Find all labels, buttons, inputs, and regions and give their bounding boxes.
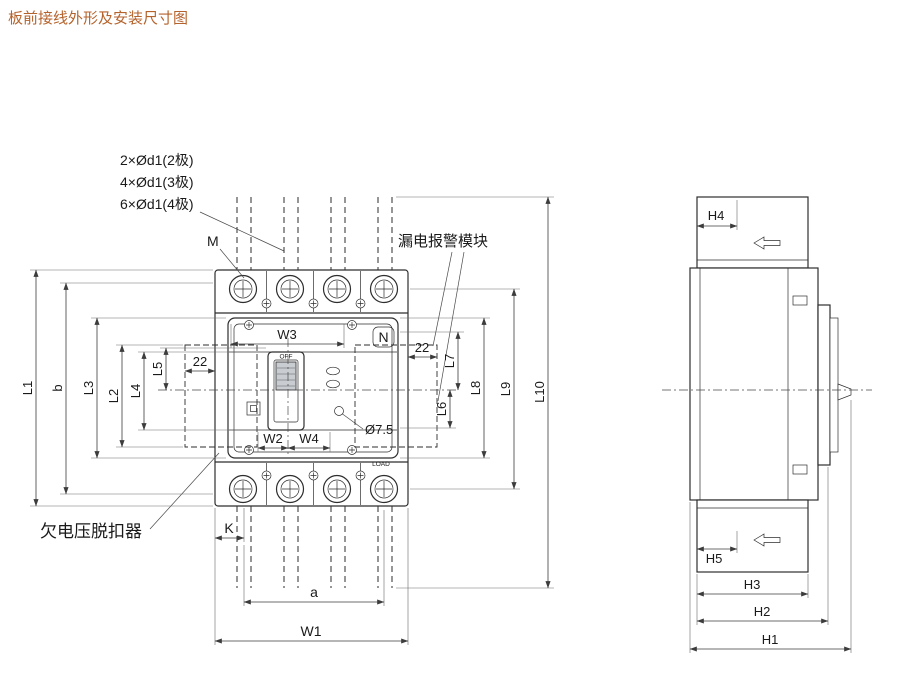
dim-label-L9: L9 xyxy=(498,382,513,396)
side-view: H4 H5 H3 H2 H1 xyxy=(662,196,872,653)
dim-label-L5: L5 xyxy=(150,362,165,376)
dim-b: b xyxy=(50,282,213,495)
dim-L3: L3 xyxy=(81,317,226,459)
dim-W2: W2 xyxy=(257,431,331,452)
dim-W1: W1 xyxy=(214,508,409,645)
dim-label-b: b xyxy=(50,384,65,391)
toggle-switch: OFF xyxy=(267,351,305,431)
wire-direction-arrow-bottom xyxy=(753,533,781,547)
dim-L10: L10 xyxy=(396,196,554,589)
terminal xyxy=(275,274,305,304)
dim-L7: L7 xyxy=(400,331,464,391)
top-terminal-row xyxy=(228,274,399,309)
face-screws xyxy=(244,320,357,455)
dim-label-W2: W2 xyxy=(263,431,283,446)
terminal xyxy=(275,474,305,504)
fixing-screws xyxy=(261,470,366,481)
dim-label-W4: W4 xyxy=(299,431,319,446)
mounting-hole: Ø7.5 xyxy=(334,406,393,437)
dim-label-L10: L10 xyxy=(532,381,547,403)
toggle-off-label: OFF xyxy=(280,354,293,361)
dim-H1: H1 xyxy=(689,400,852,653)
indicator-windows xyxy=(326,366,340,389)
leakage-alarm-module-outline xyxy=(354,344,438,448)
centerlines xyxy=(158,338,458,455)
dim-L8: L8 xyxy=(400,317,490,459)
terminal xyxy=(228,474,258,504)
dim-label-W1: W1 xyxy=(301,623,322,639)
dim-label-H4: H4 xyxy=(708,208,725,223)
dim-label-H2: H2 xyxy=(754,604,771,619)
front-view: OFF Ø7.5 N LOAD xyxy=(20,152,554,645)
hole-count-annotations: 2×Ød1(2极) 4×Ød1(3极) 6×Ød1(4极) xyxy=(120,152,285,252)
dim-L1: L1 xyxy=(20,269,213,507)
dim-L5: L5 xyxy=(150,347,266,391)
dim-H4: H4 xyxy=(696,200,738,230)
side-body xyxy=(689,196,852,573)
dim-L4: L4 xyxy=(128,351,266,431)
dim-offset-left: 22 xyxy=(184,354,216,374)
dim-label-L6: L6 xyxy=(434,402,449,416)
bottom-conductors xyxy=(236,506,393,588)
load-marking: LOAD xyxy=(372,461,390,468)
dim-W4: W4 xyxy=(287,431,331,451)
dim-label-H1: H1 xyxy=(762,632,779,647)
dim-label-offset-right: 22 xyxy=(415,340,429,355)
fixing-screws xyxy=(261,298,366,309)
dim-H3: H3 xyxy=(696,574,809,625)
dim-H5: H5 xyxy=(696,531,738,566)
holes-3pole-label: 4×Ød1(3极) xyxy=(120,174,194,190)
dim-label-offset-left: 22 xyxy=(193,354,207,369)
undervoltage-release-label: 欠电压脱扣器 xyxy=(40,522,142,541)
leakage-alarm-annotation: 漏电报警模块 xyxy=(398,233,488,402)
dim-W3: W3 xyxy=(230,324,345,348)
dim-L6: L6 xyxy=(400,389,456,429)
terminal xyxy=(369,274,399,304)
neutral-pole-label: N xyxy=(378,329,388,345)
mounting-hole-dia-label: Ø7.5 xyxy=(365,422,393,437)
holes-2pole-label: 2×Ød1(2极) xyxy=(120,152,194,168)
terminal-screw-annotation: M xyxy=(207,233,245,279)
dim-label-a: a xyxy=(310,584,318,600)
dim-K: K xyxy=(214,508,245,542)
dim-label-L8: L8 xyxy=(468,381,483,395)
dim-label-L2: L2 xyxy=(106,389,121,403)
top-conductors xyxy=(236,197,393,272)
dim-label-L1: L1 xyxy=(20,381,35,395)
dim-offset-right: 22 xyxy=(407,340,438,360)
dim-label-L4: L4 xyxy=(128,384,143,398)
dim-label-H3: H3 xyxy=(744,577,761,592)
dim-L9: L9 xyxy=(410,288,520,490)
undervoltage-release-outline xyxy=(184,344,258,448)
dim-label-W3: W3 xyxy=(277,327,297,342)
dim-label-L3: L3 xyxy=(81,381,96,395)
terminal-screw-label: M xyxy=(207,233,219,249)
page-title: 板前接线外形及安装尺寸图 xyxy=(8,10,189,27)
dim-label-L7: L7 xyxy=(442,354,457,368)
dim-L2: L2 xyxy=(106,344,183,448)
dim-a: a xyxy=(243,510,385,606)
holes-4pole-label: 6×Ød1(4极) xyxy=(120,196,194,212)
test-button xyxy=(246,401,261,416)
undervoltage-release-annotation: 欠电压脱扣器 xyxy=(40,452,220,541)
terminal xyxy=(322,474,352,504)
terminal xyxy=(228,274,258,304)
terminal xyxy=(322,274,352,304)
dim-label-H5: H5 xyxy=(706,551,723,566)
dim-label-K: K xyxy=(224,520,234,536)
wire-direction-arrow-top xyxy=(753,236,781,250)
terminal xyxy=(369,474,399,504)
leakage-alarm-label: 漏电报警模块 xyxy=(398,233,488,250)
bottom-terminal-row xyxy=(228,470,399,504)
dim-H2: H2 xyxy=(696,467,829,625)
neutral-pole-marking: N xyxy=(372,326,395,348)
